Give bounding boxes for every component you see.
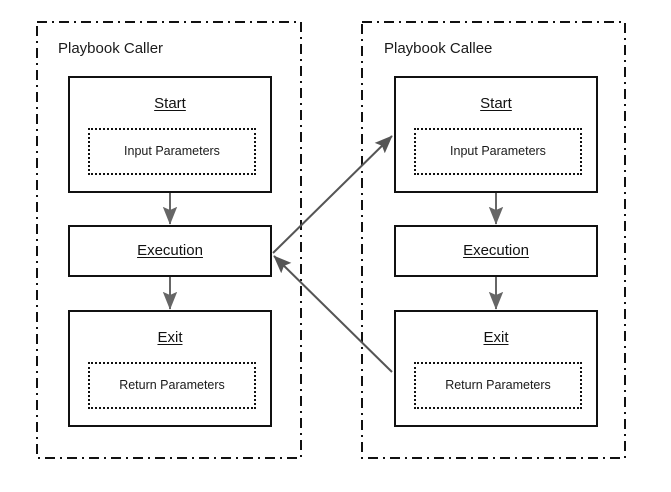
- caller-exit-return-parameters-box: Return Parameters: [88, 362, 256, 409]
- callee-exit-node[interactable]: Exit Return Parameters: [394, 310, 598, 427]
- caller-exit-title: Exit: [157, 329, 183, 346]
- playbook-caller-container: [36, 21, 302, 459]
- caller-start-input-parameters-box: Input Parameters: [88, 128, 256, 175]
- caller-exit-return-parameters-label: Return Parameters: [119, 378, 225, 392]
- callee-execution-node[interactable]: Execution: [394, 225, 598, 277]
- caller-start-title: Start: [154, 95, 186, 112]
- playbook-caller-title: Playbook Caller: [58, 40, 164, 57]
- callee-start-input-parameters-label: Input Parameters: [450, 144, 546, 158]
- callee-exit-return-parameters-label: Return Parameters: [445, 378, 551, 392]
- caller-exit-node[interactable]: Exit Return Parameters: [68, 310, 272, 427]
- callee-execution-title: Execution: [463, 242, 529, 259]
- caller-start-input-parameters-label: Input Parameters: [124, 144, 220, 158]
- callee-container-border: [361, 21, 626, 459]
- callee-start-node[interactable]: Start Input Parameters: [394, 76, 598, 193]
- callee-exit-title: Exit: [483, 329, 509, 346]
- playbook-callee-title: Playbook Callee: [384, 40, 493, 57]
- caller-start-node[interactable]: Start Input Parameters: [68, 76, 272, 193]
- callee-start-title: Start: [480, 95, 512, 112]
- callee-exit-return-parameters-box: Return Parameters: [414, 362, 582, 409]
- playbook-callee-container: [361, 21, 626, 459]
- callee-start-input-parameters-box: Input Parameters: [414, 128, 582, 175]
- caller-execution-title: Execution: [137, 242, 203, 259]
- caller-execution-node[interactable]: Execution: [68, 225, 272, 277]
- caller-container-border: [36, 21, 302, 459]
